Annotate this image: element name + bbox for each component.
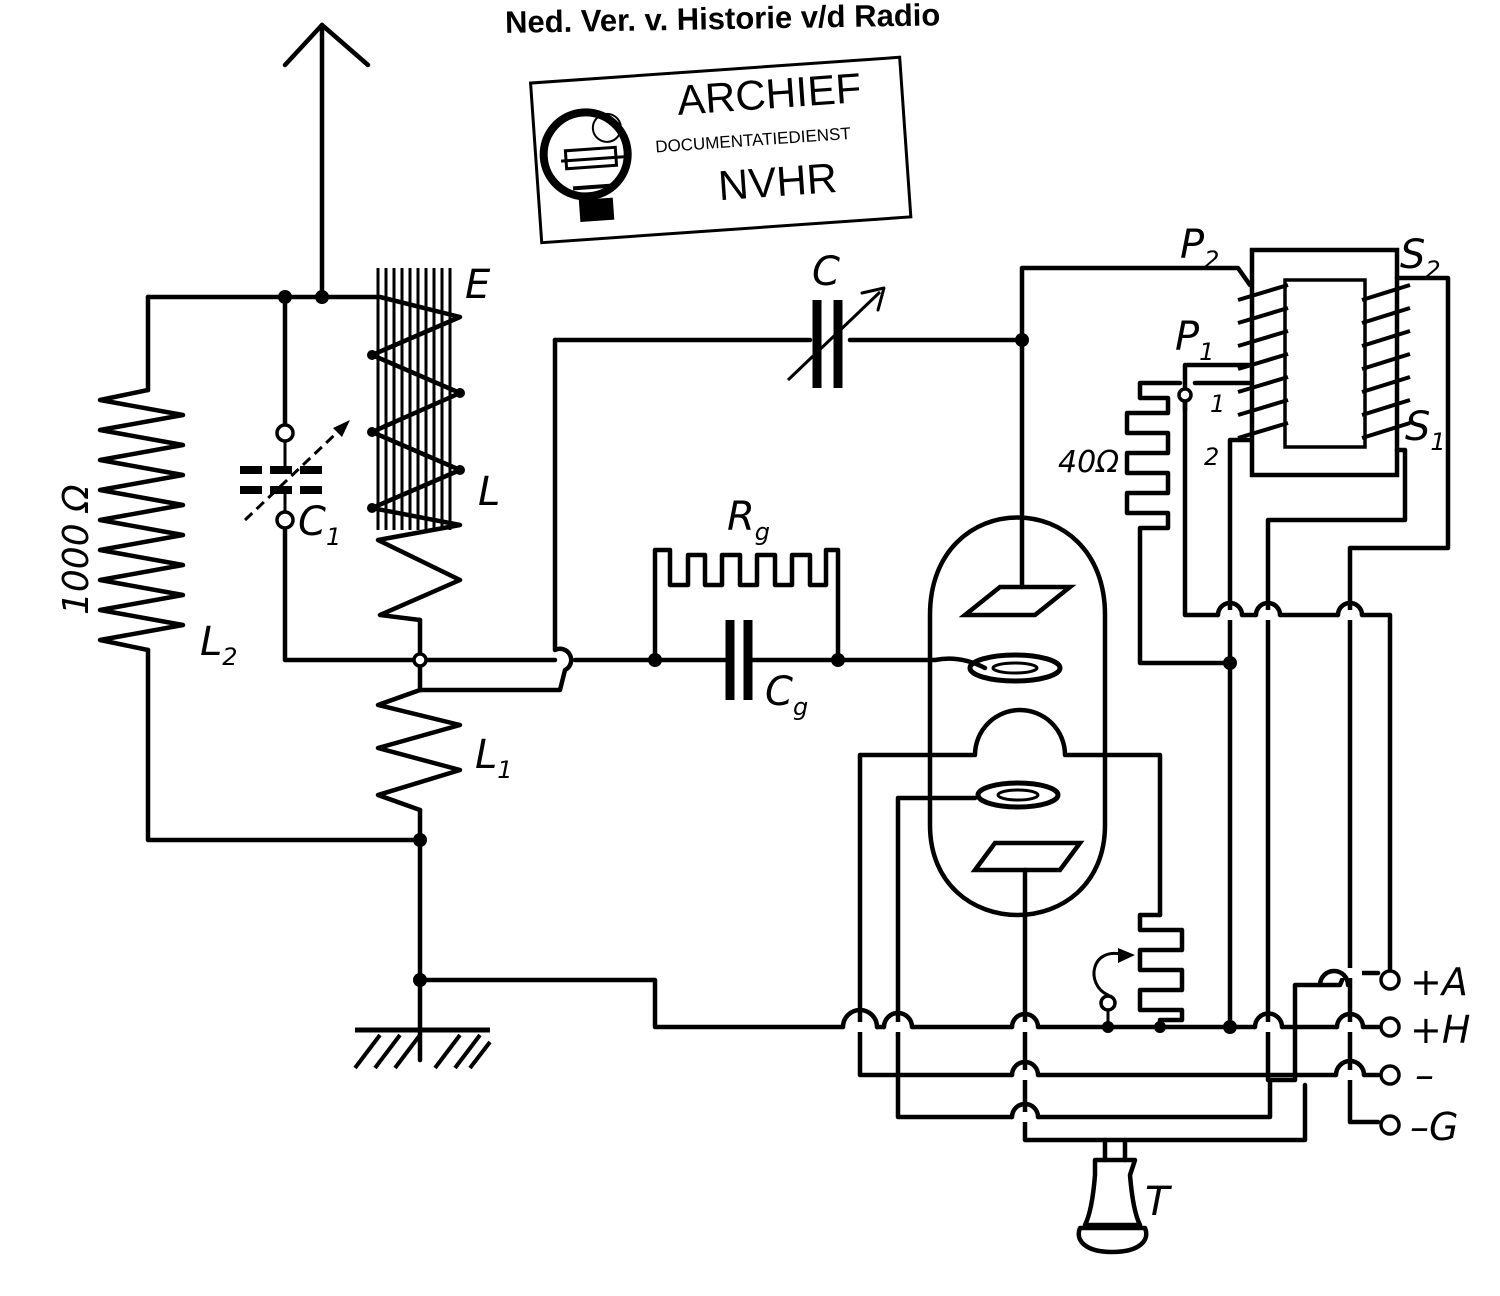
variable-capacitor-c1 — [240, 420, 350, 530]
variable-capacitor-c — [786, 286, 886, 388]
label-cg: Cg — [765, 669, 808, 721]
coil-l-iron-core — [367, 268, 465, 623]
junction-dots — [278, 290, 1237, 1034]
right-wires — [847, 265, 1451, 1163]
archive-stamp: ARCHIEF DOCUMENTATIEDIENST NVHR — [528, 55, 913, 245]
tube-grid-bottom — [975, 780, 1061, 810]
resistor-1000-ohm — [97, 387, 186, 653]
label-p1: P1 — [1175, 314, 1214, 366]
stamp-nvhr: NVHR — [717, 154, 839, 209]
tube-grid-top — [967, 652, 1063, 684]
label-p2: P2 — [1180, 222, 1219, 274]
left-wires — [145, 294, 1025, 1063]
terminal-plus-a[interactable]: +A — [1379, 960, 1468, 1004]
audio-transformer — [1237, 247, 1411, 478]
label-minus: – — [1415, 1053, 1434, 1097]
vacuum-tube — [857, 337, 1163, 1038]
coil-l1 — [375, 687, 463, 813]
label-plus-a: +A — [1410, 960, 1468, 1004]
telephone-earpiece — [1076, 1157, 1149, 1255]
label-t: T — [1145, 1179, 1173, 1225]
terminal-minus[interactable]: – — [1379, 1053, 1434, 1097]
label-tap-2: 2 — [1204, 443, 1219, 471]
ground-symbol — [353, 1027, 492, 1070]
label-minus-g: –G — [1410, 1105, 1458, 1149]
label-plus-h: +H — [1410, 1008, 1470, 1052]
label-s1: S1 — [1405, 404, 1446, 456]
stamp-logo — [539, 108, 632, 222]
grid-leak-rg — [652, 547, 841, 663]
label-l2: L2 — [200, 619, 238, 671]
label-40-ohm: 40Ω — [1058, 445, 1119, 480]
wire-crossings — [840, 600, 1367, 1122]
tube-plate-top — [958, 584, 1077, 618]
terminal-minus-g[interactable]: –G — [1379, 1105, 1458, 1149]
label-rg: Rg — [727, 494, 770, 546]
label-tap-1: 1 — [1210, 390, 1225, 418]
label-c: C — [812, 249, 840, 295]
terminal-plus-h[interactable]: +H — [1379, 1008, 1470, 1052]
tube-plate-bottom — [970, 840, 1085, 873]
label-e: E — [465, 262, 491, 308]
label-c1: C1 — [298, 499, 341, 551]
filament-rheostat — [1092, 912, 1185, 1030]
tube-filament — [857, 707, 1163, 1033]
label-1000-ohm: 1000 Ω — [56, 484, 97, 615]
antenna — [282, 22, 371, 298]
label-l1: L1 — [475, 732, 513, 784]
label-s2: S2 — [1400, 232, 1441, 284]
label-l: L — [478, 469, 500, 515]
grid-capacitor-cg — [652, 620, 988, 700]
